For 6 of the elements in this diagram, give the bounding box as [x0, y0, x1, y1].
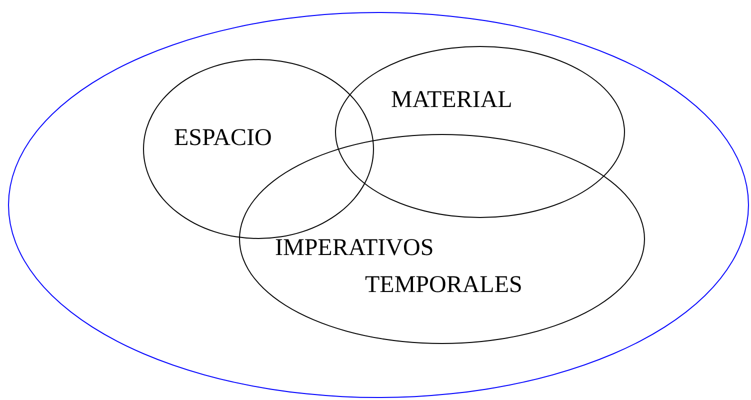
venn-ellipse [335, 46, 625, 218]
set-label: MATERIAL [391, 86, 514, 115]
set-label: IMPERATIVOS TEMPORALES [275, 234, 524, 300]
venn-ellipse [143, 59, 374, 239]
outer-ellipse [8, 12, 749, 398]
set-label: ESPACIO [174, 124, 273, 153]
